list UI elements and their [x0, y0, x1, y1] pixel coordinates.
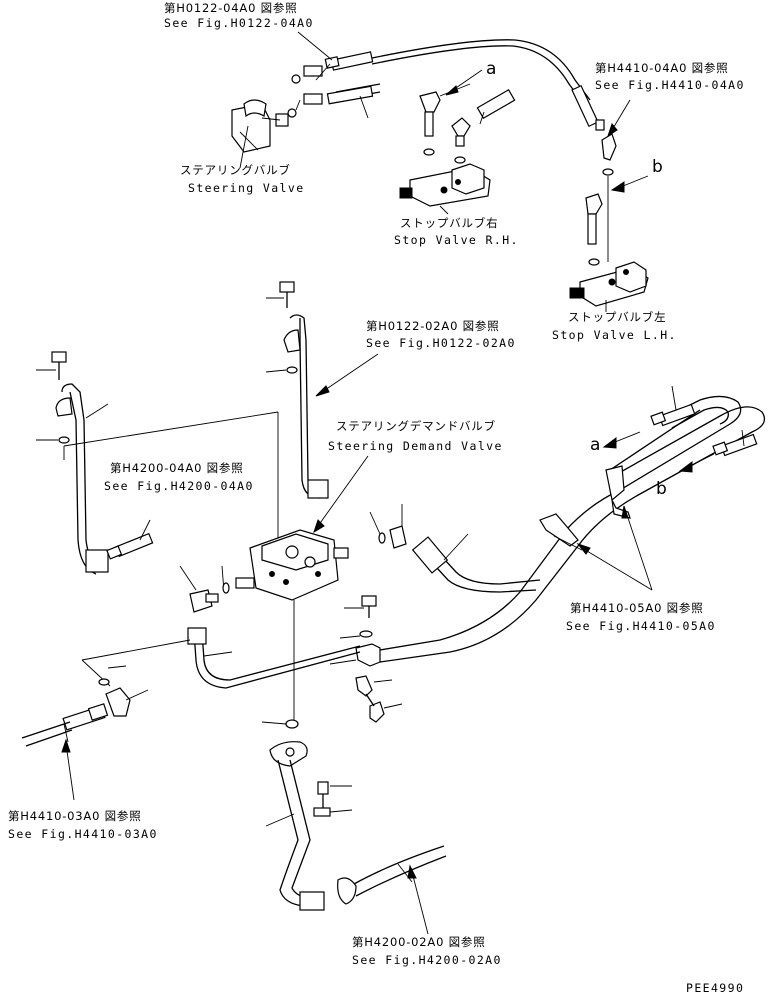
- ref-h4200-02a0-en: See Fig.H4200-02A0: [352, 953, 502, 967]
- ref-h4410-05a0-leader-1: [581, 547, 653, 591]
- stop-valve-lh-label-jp: ストップバルブ左: [568, 310, 666, 324]
- ref-h4200-04a0-en: See Fig.H4200-04A0: [104, 479, 254, 493]
- bottom-tube-assembly: [261, 719, 447, 911]
- steering-demand-valve-body: [235, 529, 349, 720]
- demand-valve-leader: [317, 455, 369, 527]
- stop-valve-lh-label-en: Stop Valve L.H.: [552, 328, 677, 342]
- ref-h0122-02a0-leader: [321, 353, 379, 393]
- ref-h4410-03a0-jp: 第H4410-03A0 図参照: [8, 809, 142, 823]
- ref-h0122-02a0-en: See Fig.H0122-02A0: [366, 336, 516, 350]
- ref-h4410-04a0-jp: 第H4410-04A0 図参照: [595, 61, 729, 75]
- ref-h0122-04a0-en: See Fig.H0122-04A0: [164, 16, 314, 30]
- ref-h4410-05a0-leader-2: [625, 511, 653, 591]
- ref-h0122-04a0-jp: 第H0122-04A0 図参照: [164, 1, 298, 15]
- connector-a-right: a: [590, 435, 600, 455]
- stop-valve-rh-label-jp: ストップバルブ右: [400, 216, 498, 230]
- ref-h4200-02a0-leader: [411, 871, 429, 935]
- connector-b-top: b: [652, 157, 663, 177]
- ref-h4200-02a0-jp: 第H4200-02A0 図参照: [352, 935, 486, 949]
- ref-h4410-03a0-en: See Fig.H4410-03A0: [8, 827, 158, 841]
- demand-valve-label-en: Steering Demand Valve: [328, 439, 503, 453]
- stop-valve-rh-label-en: Stop Valve R.H.: [394, 233, 519, 247]
- upper-tube-assembly: [36, 281, 329, 575]
- ref-h4410-05a0-jp: 第H4410-05A0 図参照: [570, 601, 704, 615]
- ref-h4410-04a0-leader: [611, 99, 631, 131]
- steering-valve-label-jp: ステアリングバルブ: [180, 163, 291, 177]
- connector-a-top: a: [486, 59, 496, 79]
- ref-h4410-03a0-leader: [65, 743, 75, 801]
- connector-b-right: b: [656, 479, 667, 499]
- drawing-code: PEE4990: [686, 981, 744, 995]
- ref-h4200-04a0-jp: 第H4200-04A0 図参照: [110, 461, 244, 475]
- top-hose-assembly: [231, 31, 591, 169]
- center-lower-parts: [187, 595, 403, 723]
- ref-h0122-02a0-jp: 第H0122-02A0 図参照: [366, 319, 500, 333]
- ref-h4410-05a0-en: See Fig.H4410-05A0: [566, 619, 716, 633]
- steering-valve-label-en: Steering Valve: [188, 181, 305, 195]
- valve-side-fittings: [179, 504, 407, 613]
- right-tube-assembly: [379, 385, 766, 663]
- stop-valve-lh-assembly: [569, 84, 649, 312]
- ref-h4410-04a0-en: See Fig.H4410-04A0: [595, 78, 745, 92]
- demand-valve-label-jp: ステアリングデマンドバルブ: [336, 419, 496, 433]
- stop-valve-rh-assembly: [399, 83, 516, 215]
- bottom-left-hose-assembly: [21, 639, 191, 747]
